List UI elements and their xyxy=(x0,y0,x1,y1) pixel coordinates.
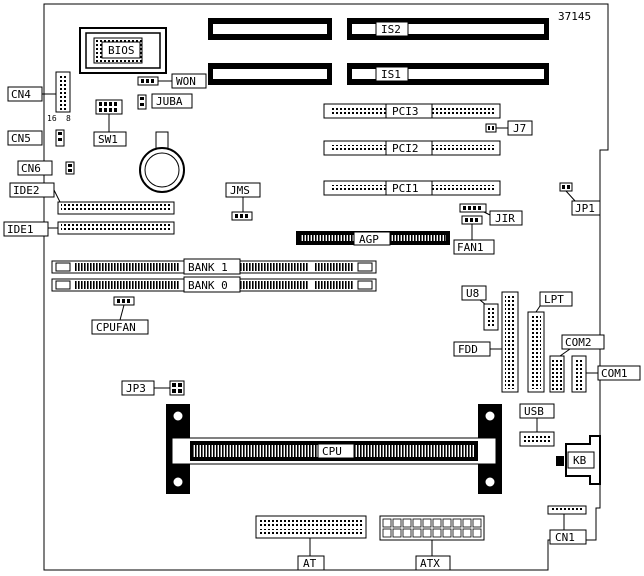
j7-label: J7 xyxy=(513,122,526,135)
lpt-label: LPT xyxy=(544,293,564,306)
cn4-pin-left: 16 xyxy=(47,114,57,123)
lpt-connector: LPT xyxy=(527,291,573,393)
juba-label: JUBA xyxy=(156,95,183,108)
isa-slot-is1: IS1 xyxy=(208,63,549,85)
cn5-label: CN5 xyxy=(11,132,31,145)
ide1-label: IDE1 xyxy=(7,223,34,236)
dimm-bank-0: BANK 0 xyxy=(51,276,377,293)
cn1-label: CN1 xyxy=(555,531,575,544)
pci-slot-2: PCI2 xyxy=(323,140,501,156)
com2-connector: COM2 xyxy=(549,334,605,393)
atx-label: ATX xyxy=(420,557,440,570)
pci1-label: PCI1 xyxy=(392,182,419,195)
j7-jumper: J7 xyxy=(485,120,533,136)
kb-connector: KB xyxy=(556,435,601,485)
juba-jumper: JUBA xyxy=(137,93,193,110)
cn1-connector: CN1 xyxy=(547,505,587,545)
ide1-connector: IDE1 xyxy=(3,221,175,237)
bank1-label: BANK 1 xyxy=(188,261,228,274)
jp1-label: JP1 xyxy=(575,202,595,215)
ide2-label: IDE2 xyxy=(13,184,40,197)
is1-label: IS1 xyxy=(381,68,401,81)
dimm-bank-1: BANK 1 xyxy=(51,258,377,275)
at-label: AT xyxy=(303,557,317,570)
pci-slot-1: PCI1 xyxy=(323,180,501,196)
fan1-label: FAN1 xyxy=(457,241,484,254)
jp1-jumper: JP1 xyxy=(559,182,601,216)
u8-label: U8 xyxy=(466,287,479,300)
sw1-switch: SW1 xyxy=(93,99,127,147)
cn4-pin-right: 8 xyxy=(66,114,71,123)
cn5-connector: CN5 xyxy=(7,129,65,147)
bios-label: BIOS xyxy=(108,44,135,57)
com1-connector: COM1 xyxy=(571,355,641,393)
jir-label: JIR xyxy=(495,212,515,225)
pci2-label: PCI2 xyxy=(392,142,419,155)
usb-connector: USB xyxy=(519,403,555,447)
fan1-connector: FAN1 xyxy=(453,215,495,255)
won-jumper: WON xyxy=(137,73,207,89)
cpu-label: CPU xyxy=(322,445,342,458)
is2-label: IS2 xyxy=(381,23,401,36)
jir-jumper: JIR xyxy=(459,203,523,226)
cpufan-label: CPUFAN xyxy=(96,321,136,334)
fdd-label: FDD xyxy=(458,343,478,356)
agp-label: AGP xyxy=(359,233,379,246)
ide2-connector: IDE2 xyxy=(9,182,175,215)
agp-slot: AGP xyxy=(296,231,450,246)
battery-icon xyxy=(139,131,185,193)
won-label: WON xyxy=(176,75,196,88)
atx-power-connector: ATX xyxy=(379,515,485,571)
isa-slot-is2: IS2 xyxy=(208,18,549,40)
fdd-connector: FDD xyxy=(453,291,519,393)
cn4-connector: CN4 16 8 xyxy=(7,71,71,123)
jms-jumper: JMS xyxy=(225,182,261,221)
pci3-label: PCI3 xyxy=(392,105,419,118)
cn4-label: CN4 xyxy=(11,88,31,101)
jp3-jumper: JP3 xyxy=(121,380,185,396)
com1-label: COM1 xyxy=(601,367,628,380)
jms-label: JMS xyxy=(230,184,250,197)
usb-label: USB xyxy=(524,405,544,418)
sw1-label: SW1 xyxy=(98,133,118,146)
cn6-label: CN6 xyxy=(21,162,41,175)
cpufan-connector: CPUFAN xyxy=(91,296,149,335)
board-outline xyxy=(43,3,609,571)
bank0-label: BANK 0 xyxy=(188,279,228,292)
cpu-slot: CPU xyxy=(166,404,502,494)
at-power-connector: AT xyxy=(255,515,367,571)
figure-id: 37145 xyxy=(558,10,591,23)
kb-label: KB xyxy=(573,454,587,467)
u8-chip: U8 xyxy=(461,285,499,331)
com2-label: COM2 xyxy=(565,336,592,349)
cn6-connector: CN6 xyxy=(17,160,75,176)
jp3-label: JP3 xyxy=(126,382,146,395)
bios-chip: BIOS xyxy=(79,27,167,74)
pci-slot-3: PCI3 xyxy=(323,103,501,119)
